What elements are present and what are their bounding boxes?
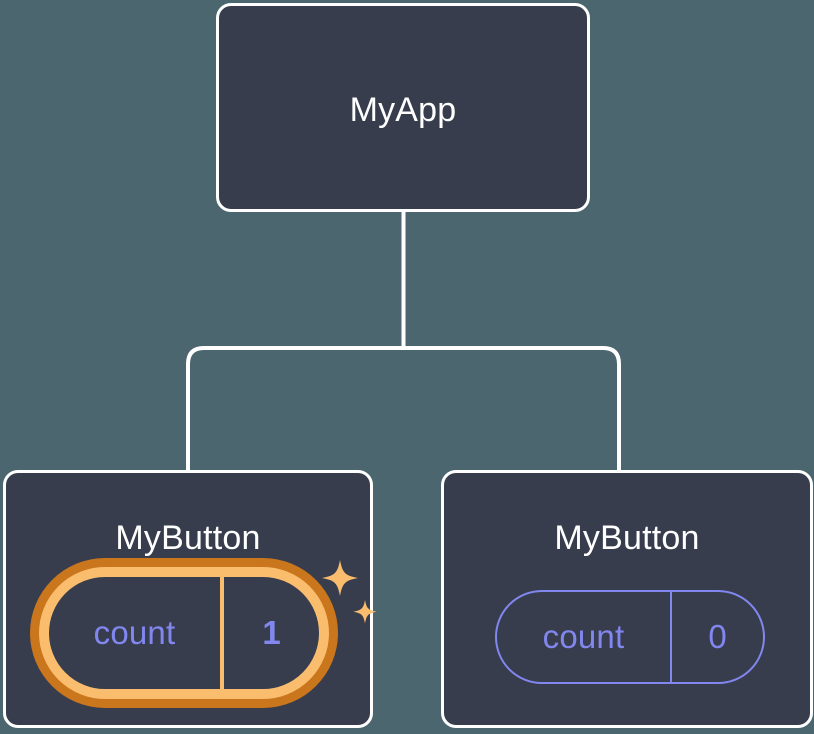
node-mybutton-right[interactable]: MyButton bbox=[441, 470, 813, 728]
state-pill-left-value-cell: 1 bbox=[224, 577, 319, 689]
state-pill-left-wrapper: count 1 bbox=[34, 563, 334, 703]
state-pill-right-wrapper: count 0 bbox=[494, 589, 766, 685]
state-pill-left-value: 1 bbox=[262, 614, 281, 651]
state-pill-left-key: count bbox=[93, 614, 176, 651]
state-pill-right-value: 0 bbox=[708, 618, 727, 655]
node-myapp[interactable]: MyApp bbox=[216, 3, 590, 212]
node-mybutton-left-label: MyButton bbox=[115, 519, 261, 557]
node-mybutton-right-label: MyButton bbox=[554, 519, 700, 557]
state-pill-right-key-cell: count bbox=[497, 592, 672, 682]
state-pill-left[interactable]: count 1 bbox=[39, 567, 329, 699]
connector-branch-bus bbox=[186, 346, 621, 470]
state-pill-right-key: count bbox=[542, 618, 625, 655]
node-myapp-label: MyApp bbox=[349, 91, 457, 129]
state-pill-right-value-cell: 0 bbox=[672, 592, 763, 682]
state-pill-right[interactable]: count 0 bbox=[495, 590, 765, 684]
state-pill-left-key-cell: count bbox=[49, 577, 224, 689]
